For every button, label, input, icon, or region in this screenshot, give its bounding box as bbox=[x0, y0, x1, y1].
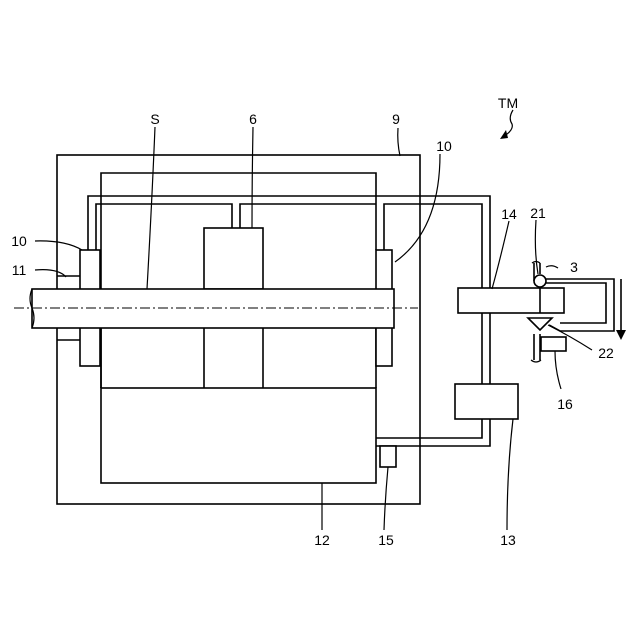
label-9: 9 bbox=[392, 111, 400, 127]
label-6: 6 bbox=[249, 111, 257, 127]
label-15: 15 bbox=[378, 532, 394, 548]
label-14: 14 bbox=[501, 206, 517, 222]
component-14 bbox=[458, 288, 564, 313]
block-12 bbox=[101, 388, 376, 483]
label-12: 12 bbox=[314, 532, 330, 548]
flow-arrow-icon bbox=[616, 330, 626, 340]
label-10-left: 10 bbox=[11, 233, 27, 249]
component-15 bbox=[380, 446, 396, 467]
label-10-right: 10 bbox=[436, 138, 452, 154]
shaft-s bbox=[14, 289, 418, 328]
label-21: 21 bbox=[530, 205, 546, 221]
label-s: S bbox=[150, 111, 159, 127]
component-22-icon bbox=[528, 318, 552, 330]
label-16: 16 bbox=[557, 396, 573, 412]
component-6 bbox=[204, 228, 263, 289]
label-13: 13 bbox=[500, 532, 516, 548]
label-tm: TM bbox=[498, 95, 518, 111]
component-16 bbox=[541, 337, 566, 351]
label-11: 11 bbox=[12, 262, 27, 278]
component-13 bbox=[455, 384, 518, 419]
label-3: 3 bbox=[570, 259, 578, 275]
valve-21-icon bbox=[534, 275, 546, 287]
label-22: 22 bbox=[598, 345, 614, 361]
